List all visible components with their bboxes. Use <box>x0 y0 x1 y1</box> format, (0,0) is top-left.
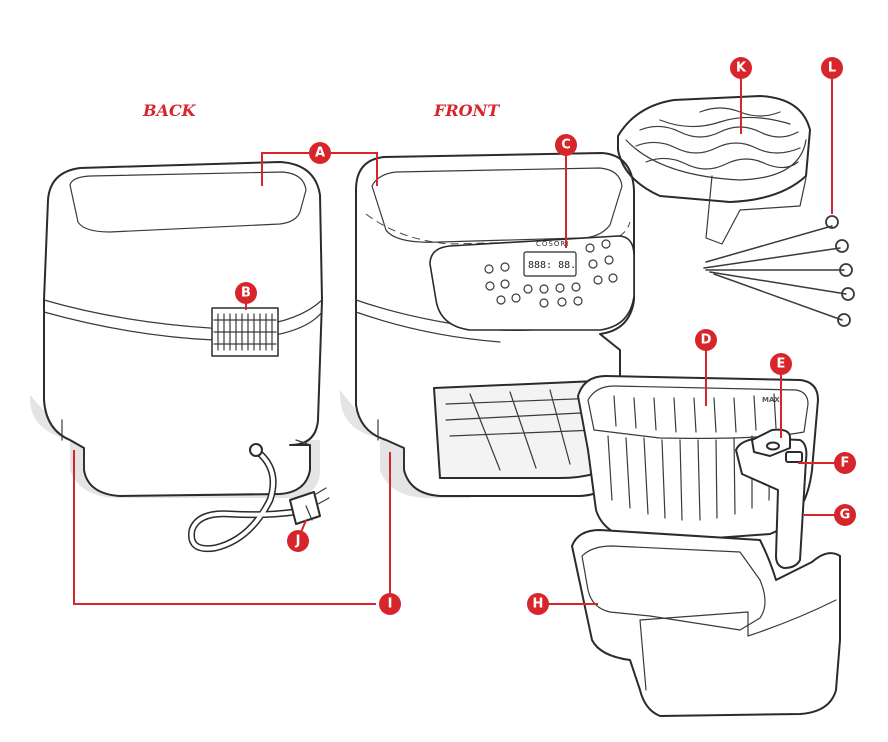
control-buttons <box>484 239 618 308</box>
callout-f: F <box>834 452 856 474</box>
frying-basket: MAX <box>577 375 819 569</box>
callout-i-letter: I <box>388 597 393 612</box>
back-view-label: BACK <box>142 101 197 120</box>
callout-b: B <box>235 282 257 304</box>
callout-e-letter: E <box>777 357 786 372</box>
callout-f-letter: F <box>841 456 850 471</box>
callout-g-letter: G <box>840 508 851 523</box>
callout-d: D <box>695 329 717 351</box>
skewer-set <box>703 215 855 327</box>
rear-air-vent <box>211 307 279 357</box>
air-fryer-front-view: COSORI 888: 88. <box>339 152 635 498</box>
air-fryer-back-view <box>29 161 330 553</box>
callout-d-letter: D <box>701 333 712 348</box>
callout-c: C <box>555 134 577 156</box>
max-fill-marking: MAX <box>762 396 780 404</box>
brand-logo: COSORI <box>536 240 569 248</box>
callout-g: G <box>834 504 856 526</box>
front-view-label: FRONT <box>433 101 500 120</box>
power-cord <box>188 443 330 553</box>
display-readout: 888: 88. <box>528 260 576 271</box>
callout-j-letter: J <box>295 534 301 549</box>
outer-basket <box>571 529 841 717</box>
callout-j: J <box>287 530 309 552</box>
callout-k: K <box>730 57 752 79</box>
cooking-rack <box>617 95 811 245</box>
callout-l-letter: L <box>828 61 836 76</box>
callout-c-letter: C <box>561 138 571 153</box>
callout-l: L <box>821 57 843 79</box>
callout-e: E <box>770 353 792 375</box>
callout-b-letter: B <box>241 286 251 301</box>
callout-a: A <box>309 142 331 164</box>
callout-h-letter: H <box>533 597 544 612</box>
callout-h: H <box>527 593 549 615</box>
callout-k-letter: K <box>736 61 747 76</box>
callout-a-letter: A <box>315 146 325 161</box>
callout-i: I <box>379 593 401 615</box>
